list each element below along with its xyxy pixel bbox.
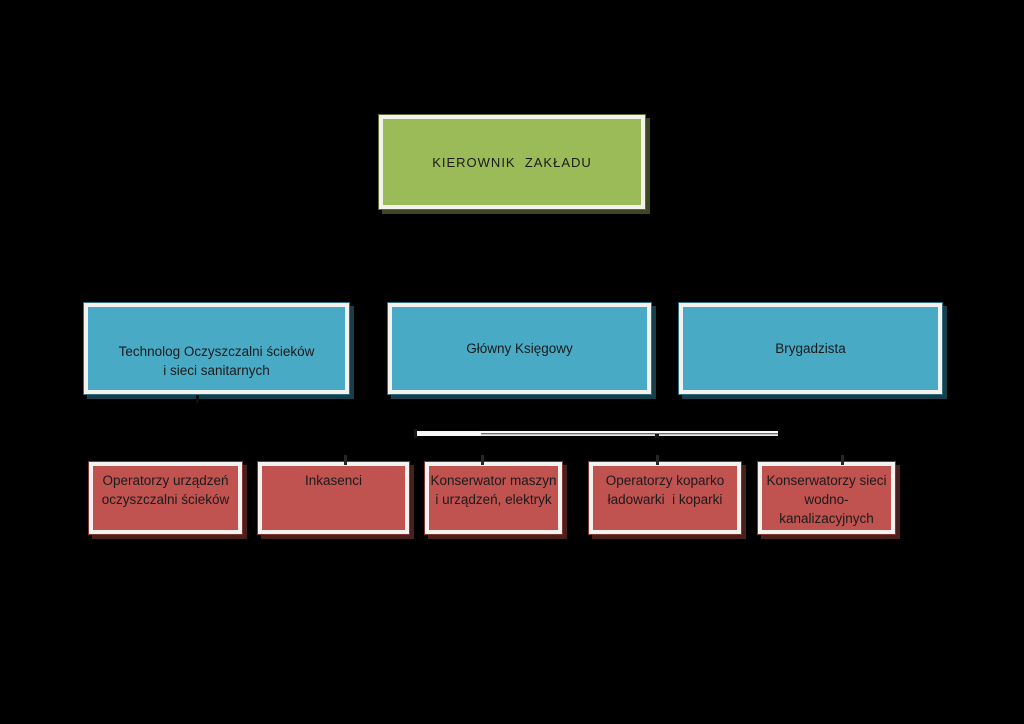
connector-stub-above-konserwatorzy-sieci [841,455,844,465]
org-node-konserwatorzy-sieci-fill: Konserwatorzy sieci wodno- kanalizacyjny… [762,466,891,530]
connector-stub-below-technolog [196,395,199,403]
org-node-operatorzy-koparko: Operatorzy koparko ładowarki i koparki [588,461,742,535]
org-node-brygadzista: Brygadzista [678,302,943,395]
org-node-operatorzy-koparko-fill: Operatorzy koparko ładowarki i koparki [593,466,737,530]
org-node-operatorzy-urzadzen: Operatorzy urządzeń oczyszczalni ścieków [88,461,243,535]
org-node-glowny-ksiegowy-fill: Główny Księgowy [392,307,647,390]
org-node-kierownik-zakladu: KIEROWNIK ZAKŁADU [378,114,646,210]
org-node-technolog-label: Technolog Oczyszczalni ścieków i sieci s… [118,343,315,378]
org-node-kierownik-zakladu-fill: KIEROWNIK ZAKŁADU [383,119,641,205]
connector-stub-above-inkasenci [344,455,347,465]
org-node-inkasenci-label: Inkasenci [304,473,363,488]
org-node-technolog-fill: Technolog Oczyszczalni ścieków i sieci s… [88,307,345,390]
org-node-glowny-ksiegowy-label: Główny Księgowy [466,341,573,356]
connector-stub-line-start [414,429,417,438]
org-node-kierownik-zakladu-label: KIEROWNIK ZAKŁADU [432,154,592,170]
connector-horizontal-line-left-segment [415,431,481,436]
org-node-glowny-ksiegowy: Główny Księgowy [387,302,652,395]
org-node-brygadzista-fill: Brygadzista [683,307,938,390]
org-node-operatorzy-koparko-label: Operatorzy koparko ładowarki i koparki [605,473,725,507]
org-node-konserwator-maszyn-fill: Konserwator maszyn i urządzeń, elektryk [429,466,558,530]
org-node-konserwator-maszyn: Konserwator maszyn i urządzeń, elektryk [424,461,563,535]
org-node-operatorzy-urzadzen-fill: Operatorzy urządzeń oczyszczalni ścieków [93,466,238,530]
connector-stub-above-konserwator-maszyn [481,455,484,465]
org-node-inkasenci-fill: Inkasenci [262,466,405,530]
connector-horizontal-line [415,431,778,436]
org-node-inkasenci: Inkasenci [257,461,410,535]
org-node-operatorzy-urzadzen-label: Operatorzy urządzeń oczyszczalni ścieków [101,473,230,507]
org-node-technolog: Technolog Oczyszczalni ścieków i sieci s… [83,302,350,395]
org-node-konserwatorzy-sieci: Konserwatorzy sieci wodno- kanalizacyjny… [757,461,896,535]
org-node-konserwator-maszyn-label: Konserwator maszyn i urządzeń, elektryk [430,473,557,507]
org-node-konserwatorzy-sieci-label: Konserwatorzy sieci wodno- kanalizacyjny… [766,473,887,526]
org-node-brygadzista-label: Brygadzista [775,341,846,356]
connector-stub-under-line [655,434,659,438]
connector-stub-above-operatorzy-koparko [656,455,659,465]
